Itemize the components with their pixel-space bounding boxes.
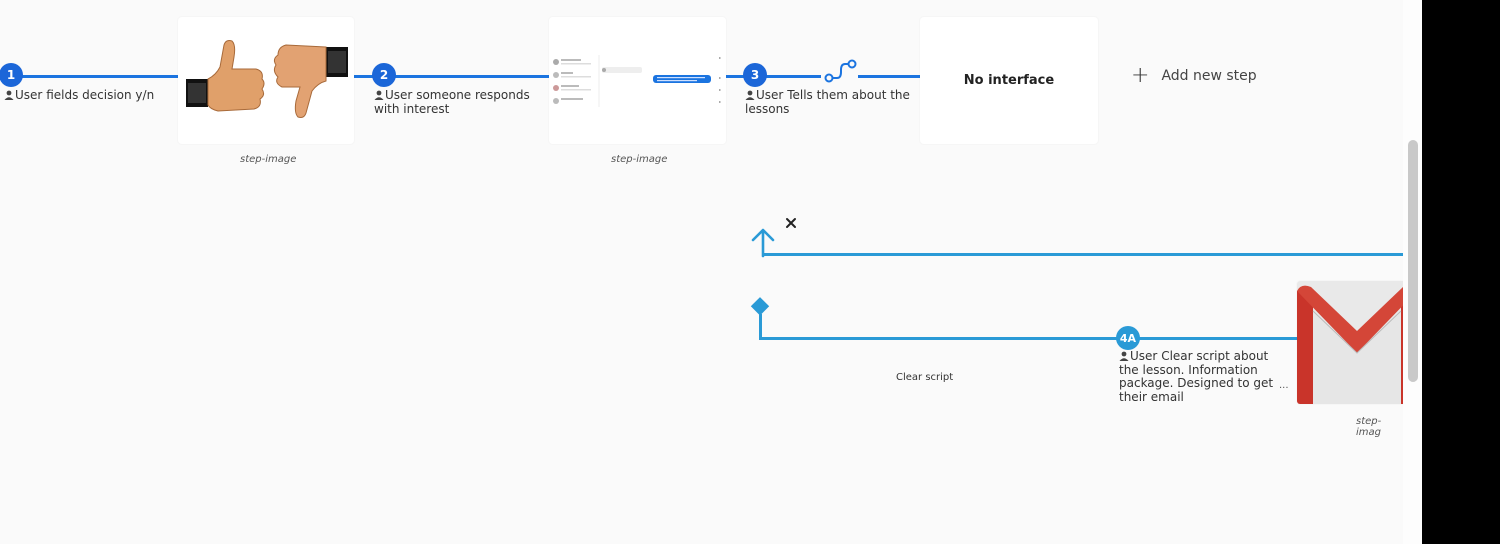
route-icon[interactable] [824, 58, 858, 84]
branch-path-line [759, 337, 1299, 340]
return-path-line [762, 253, 1403, 256]
person-icon [1119, 351, 1129, 361]
flow-canvas: 1 User fields decision y/n step-image 2 … [0, 17, 1403, 438]
step-image-card[interactable] [549, 17, 726, 144]
card-caption: step-image [240, 154, 297, 165]
flow-connector [726, 75, 821, 78]
step-number-badge[interactable]: 2 [372, 63, 396, 87]
step-text: fields decision y/n [46, 88, 155, 102]
card-caption: step-image [611, 154, 668, 165]
diamond-icon[interactable] [749, 296, 771, 318]
step-label[interactable]: User Clear script about the lesson. Info… [1119, 349, 1291, 404]
step-image-card[interactable] [1297, 281, 1403, 404]
add-new-step-button[interactable]: + Add new step [1131, 63, 1257, 88]
add-new-step-label: Add new step [1161, 68, 1257, 84]
branch-path-label[interactable]: Clear script [896, 372, 954, 383]
flow-connector [0, 75, 178, 78]
step-image-card[interactable] [178, 17, 354, 144]
step-label[interactable]: User someone responds with interest [374, 88, 534, 116]
step-number-badge[interactable]: 1 [0, 63, 23, 87]
person-icon [4, 90, 14, 100]
step-actor: User [385, 88, 413, 102]
person-icon [745, 90, 755, 100]
step-text: Clear script about the lesson. Informati… [1119, 349, 1274, 404]
step-label[interactable]: User Tells them about the lessons [745, 88, 915, 116]
flow-connector [354, 75, 549, 78]
step-label[interactable]: User fields decision y/n [4, 88, 169, 103]
step-actor: User [1130, 349, 1158, 363]
no-interface-card[interactable]: No interface [920, 17, 1098, 144]
no-interface-label: No interface [963, 73, 1055, 88]
gmail-logo [1297, 281, 1403, 404]
scrollbar-thumb[interactable] [1408, 140, 1418, 382]
arrow-up-icon[interactable] [750, 226, 776, 258]
step-actor: User [15, 88, 43, 102]
branch-path-line [759, 314, 762, 339]
card-caption: step-imag [1356, 416, 1382, 438]
flow-connector [858, 75, 920, 78]
close-icon[interactable] [785, 217, 797, 229]
truncation-ellipsis: ... [1279, 380, 1289, 391]
step-text: someone responds with interest [374, 88, 530, 116]
step-number-badge[interactable]: 4A [1116, 326, 1140, 350]
screen-edge [1422, 0, 1500, 544]
step-actor: User [756, 88, 784, 102]
plus-icon: + [1131, 63, 1150, 88]
person-icon [374, 90, 384, 100]
step-number-badge[interactable]: 3 [743, 63, 767, 87]
thumbs-image [181, 37, 351, 121]
chat-screenshot-image [549, 17, 726, 144]
step-text: Tells them about the lessons [745, 88, 910, 116]
